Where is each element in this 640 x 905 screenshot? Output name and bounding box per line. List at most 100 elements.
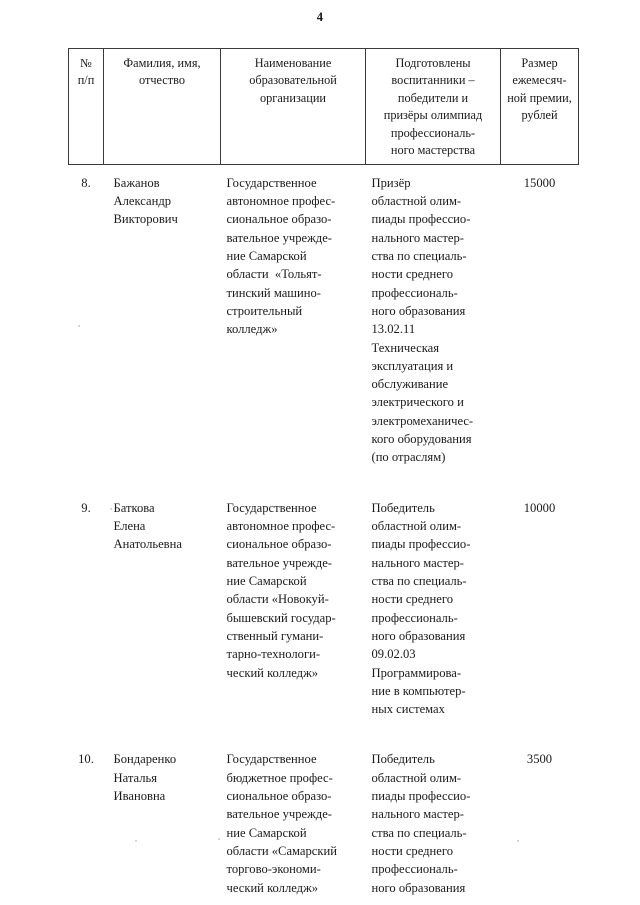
row-spacer (69, 467, 579, 489)
text-line: профессиональ- (371, 610, 458, 625)
text-line: Ивановна (113, 789, 166, 804)
cell-row-number: 9. (81, 500, 91, 515)
text-line: ного образования (371, 303, 466, 318)
text-line: вательное учрежде- (226, 807, 333, 822)
text-line: ного образования (371, 880, 466, 895)
text-line: ежемесяч- (512, 73, 567, 88)
text-line: автономное профес- (226, 519, 336, 534)
text-line: профессиональ- (371, 862, 458, 877)
text-line: Государственное (226, 500, 317, 515)
text-line: электромеханичес- (371, 413, 474, 428)
text-line: Анатольевна (113, 537, 182, 552)
text-line: ние Самарской (226, 573, 307, 588)
text-line: ства по специаль- (371, 248, 467, 263)
text-line: областной олим- (371, 519, 462, 534)
text-line: рублей (521, 108, 558, 123)
text-line: ческий колледж» (226, 665, 319, 680)
text-line: вательное учрежде- (226, 230, 333, 245)
text-line: колледж» (226, 322, 278, 337)
text-line: Государственное (226, 752, 317, 767)
scan-speck (135, 840, 137, 842)
text-line: (по отраслям) (371, 450, 446, 465)
text-line: бышевский государ- (226, 610, 336, 625)
text-line: Бондаренко (113, 752, 177, 767)
text-line: Бажанов (113, 175, 160, 190)
row-spacer-cell (69, 467, 579, 489)
text-line: кого оборудования (371, 432, 472, 447)
text-line: Программирова- (371, 665, 462, 680)
text-line: ние в компьютер- (371, 683, 466, 698)
scan-speck (517, 840, 519, 842)
text-line: ной премии, (507, 90, 572, 105)
text-line: областной олим- (371, 194, 462, 209)
text-line: Подготовлены (395, 56, 471, 70)
text-line: бюджетное профес- (226, 770, 333, 785)
cell-amount: 3500 (526, 752, 553, 767)
text-line: обслуживание (371, 377, 449, 392)
text-line: 09.02.03 (371, 647, 416, 662)
text-line: области «Самарский (226, 844, 338, 859)
text-line: ние Самарской (226, 825, 307, 840)
text-line: профессиональ- (390, 125, 476, 140)
text-line: областной олим- (371, 770, 462, 785)
text-line: ного мастерства (390, 143, 476, 158)
scan-speck (110, 508, 112, 510)
text-line: строительный (226, 303, 303, 318)
text-line: сиональное образо- (226, 212, 332, 227)
text-line: воспитанники – (391, 73, 475, 88)
text-line: Викторович (113, 212, 178, 227)
text-line: профессиональ- (371, 285, 458, 300)
text-line: ного образования (371, 628, 466, 643)
text-line: ние Самарской (226, 248, 307, 263)
text-line: электрического и (371, 395, 464, 410)
text-line: ства по специаль- (371, 573, 467, 588)
text-line: сиональное образо- (226, 789, 332, 804)
text-line: отчество (138, 73, 185, 88)
text-line: Александр (113, 194, 172, 209)
text-line: ности среднего (371, 592, 454, 607)
text-line: вательное учрежде- (226, 555, 333, 570)
text-line: пиады профессио- (371, 212, 471, 227)
text-line: образовательной (249, 73, 337, 88)
page-number: 4 (316, 10, 324, 24)
text-line: тарно-технологи- (226, 647, 321, 662)
text-line: Размер (521, 56, 558, 70)
scan-speck (78, 325, 80, 327)
text-line: Государственное (226, 175, 317, 190)
text-line: эксплуатация и (371, 358, 454, 373)
text-line: нального мастер- (371, 807, 464, 822)
text-line: Наталья (113, 770, 158, 785)
text-line: тинский машино- (226, 285, 321, 300)
text-line: ных системах (371, 702, 445, 717)
text-line: Победитель (371, 752, 435, 767)
text-line: сиональное образо- (226, 537, 332, 552)
text-line: нального мастер- (371, 230, 464, 245)
text-line: Елена (113, 519, 146, 534)
text-line: автономное профес- (226, 194, 336, 209)
text-line: области «Тольят- (226, 267, 322, 282)
text-line: ственный гумани- (226, 628, 324, 643)
row-spacer (69, 718, 579, 740)
text-line: области «Новокуй- (226, 592, 329, 607)
text-line: ческий колледж» (226, 880, 319, 895)
cell-organization: Государственное бюджетное профес-сиональн… (221, 740, 366, 897)
text-line: № (80, 56, 92, 70)
text-line: Победитель (371, 500, 435, 515)
cell-organization: Государственное автономное профес-сиональ… (221, 489, 366, 719)
column-header-number: № п/п (68, 48, 104, 165)
text-line: Техническая (371, 340, 440, 355)
text-line: Наименование (254, 56, 332, 70)
text-line: п/п (77, 73, 95, 88)
